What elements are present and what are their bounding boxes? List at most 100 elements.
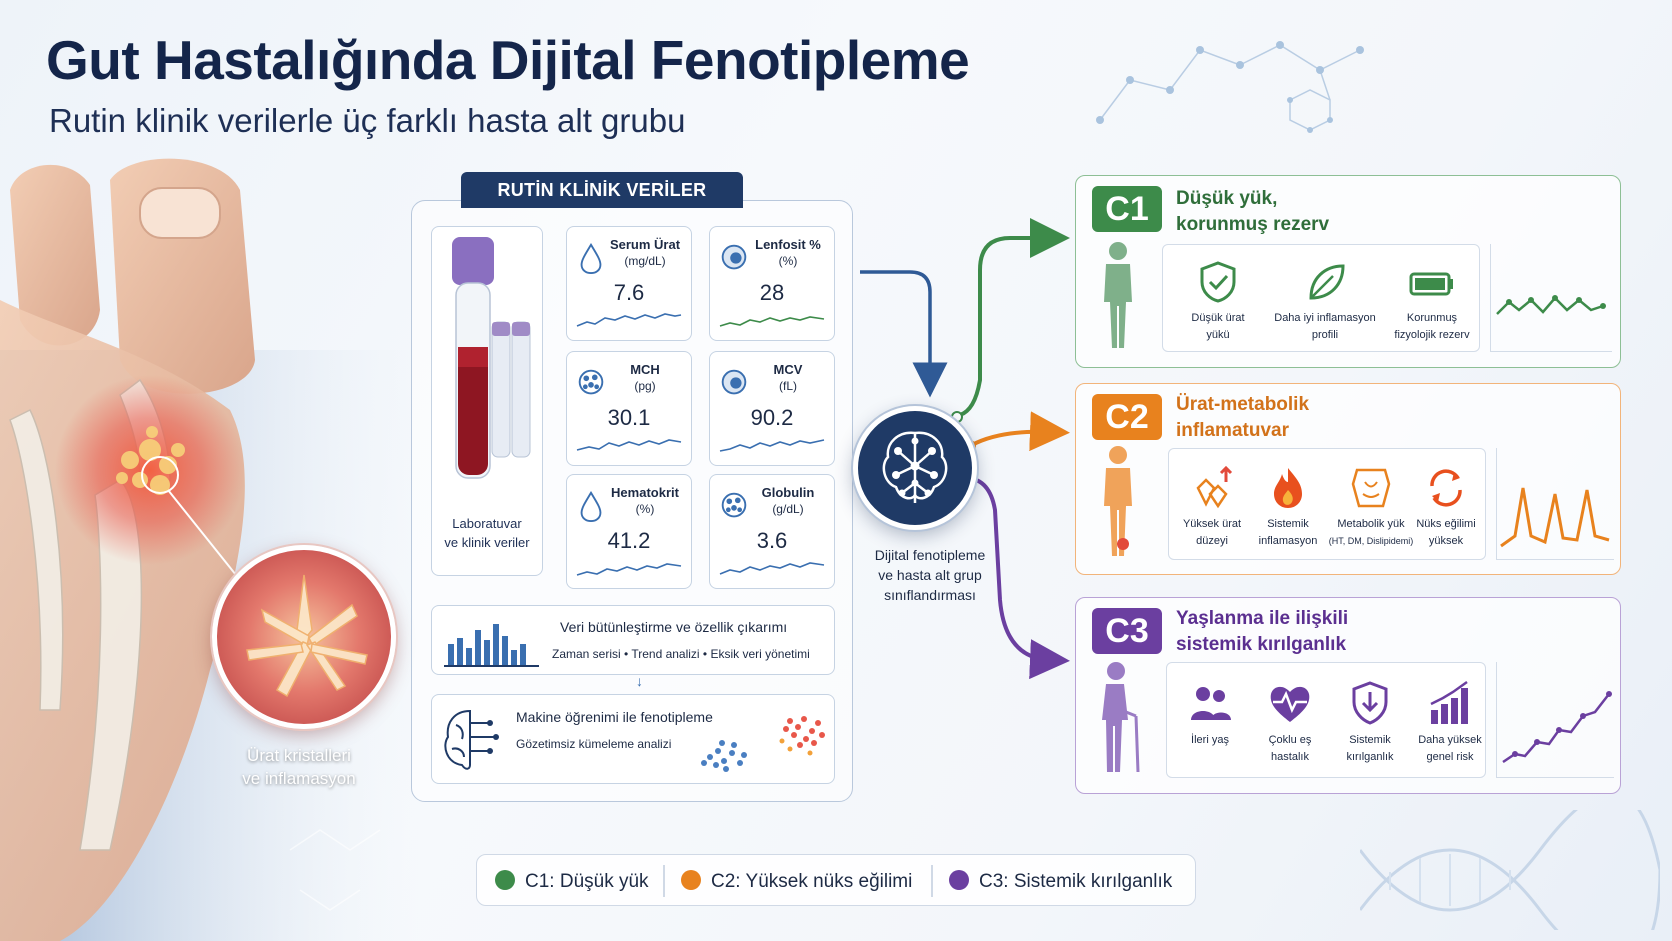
ml-card: Makine öğrenimi ile fenotipleme Gözetims… bbox=[431, 694, 835, 784]
metric-name: Globulin bbox=[761, 485, 815, 500]
cluster-card-c3: C3 Yaşlanma ile ilişkili sistemik kırılg… bbox=[1075, 597, 1621, 794]
shield-check-icon bbox=[1200, 261, 1236, 303]
metric-unit: (%) bbox=[778, 254, 798, 268]
lab-label: Laboratuvar ve klinik veriler bbox=[444, 516, 530, 550]
feature-item: Sistemik kırılganlık bbox=[1330, 680, 1410, 766]
metric-card: MCV (fL) 90.2 bbox=[709, 351, 835, 466]
routine-data-header: RUTİN KLİNİK VERİLER bbox=[461, 172, 743, 208]
shield-down-icon bbox=[1352, 681, 1388, 725]
blood-tube-icon bbox=[452, 237, 531, 479]
ml-subtitle: Gözetimsiz kümeleme analizi bbox=[516, 737, 672, 751]
feature-item: Yüksek ürat düzeyi bbox=[1172, 464, 1252, 550]
flare-trend-chart bbox=[1496, 448, 1614, 560]
metric-name: Lenfosit % bbox=[755, 237, 821, 252]
cluster-features bbox=[1168, 448, 1486, 560]
feature-item: Korunmuş fizyolojik rezerv bbox=[1382, 260, 1482, 344]
page-subtitle: Rutin klinik verilerle üç farklı hasta a… bbox=[49, 102, 686, 139]
feature-item: İleri yaş bbox=[1170, 680, 1250, 749]
drop-icon bbox=[580, 242, 602, 275]
battery-icon bbox=[1409, 272, 1453, 296]
metric-sparkline bbox=[719, 316, 825, 327]
metric-value: 90.2 bbox=[750, 405, 794, 430]
leaf-icon bbox=[1309, 264, 1345, 300]
metric-card: Lenfosit % (%) 28 bbox=[709, 226, 835, 341]
legend-dot-c2 bbox=[681, 870, 701, 890]
metric-value: 41.2 bbox=[607, 528, 651, 553]
feature-item: Metabolik yük (HT, DM, Dislipidemi) bbox=[1326, 464, 1416, 550]
cell-icon bbox=[721, 369, 747, 395]
cluster-card-c1: C1 Düşük yük, korunmuş rezerv Düşük ürat… bbox=[1075, 175, 1621, 368]
metric-value: 28 bbox=[759, 280, 785, 305]
metric-unit: (g/dL) bbox=[772, 502, 804, 516]
feature-item: Daha yüksek genel risk bbox=[1410, 680, 1490, 766]
integration-card: Veri bütünleştirme ve özellik çıkarımı Z… bbox=[431, 605, 835, 675]
metric-value: 7.6 bbox=[613, 280, 645, 305]
metric-value: 30.1 bbox=[607, 405, 651, 430]
integration-subtitle: Zaman serisi • Trend analizi • Eksik ver… bbox=[552, 647, 810, 661]
molecule-network-decoration bbox=[1096, 41, 1364, 133]
bar-chart-icon bbox=[1430, 680, 1468, 724]
legend-item-c1: C1: Düşük yük bbox=[495, 870, 649, 893]
feature-item: Çoklu eş hastalık bbox=[1250, 680, 1330, 766]
lab-tube-card bbox=[431, 226, 543, 576]
metric-sparkline bbox=[719, 562, 825, 575]
metric-card: Globulin (g/dL) 3.6 bbox=[709, 474, 835, 589]
metric-card: Hematokrit(%)41.2 bbox=[566, 474, 692, 589]
torso-icon bbox=[1351, 468, 1391, 508]
legend-dot-c3 bbox=[949, 870, 969, 890]
legend-item-c3: C3: Sistemik kırılganlık bbox=[949, 870, 1172, 893]
cells-cluster-icon bbox=[721, 492, 747, 518]
legend-divider bbox=[931, 865, 933, 897]
person-joint-icon bbox=[1104, 446, 1132, 556]
metric-value: 3.6 bbox=[756, 528, 788, 553]
feature-item: Sistemik inflamasyon bbox=[1248, 464, 1328, 550]
integration-title: Veri bütünleştirme ve özellik çıkarımı bbox=[560, 619, 788, 635]
crystal-up-icon bbox=[1196, 465, 1233, 509]
crystal-label: Ürat kristalleri ve inflamasyon bbox=[242, 746, 356, 788]
metric-card: Serum Ürat (mg/dL) 7.6 bbox=[566, 226, 692, 341]
neural-brain-icon bbox=[882, 431, 948, 503]
metric-unit: (fL) bbox=[779, 379, 797, 393]
metric-sparkline bbox=[719, 439, 825, 452]
feature-item: Düşük ürat yükü bbox=[1168, 260, 1268, 344]
metric-name: MCV bbox=[773, 362, 803, 377]
metric-unit: (mg/dL) bbox=[624, 254, 666, 268]
cluster-legend: C1: Düşük yük C2: Yüksek nüks eğilimi C3… bbox=[476, 854, 1196, 906]
legend-item-c2: C2: Yüksek nüks eğilimi bbox=[681, 870, 912, 893]
gout-foot-illustration bbox=[0, 150, 420, 941]
ml-title: Makine öğrenimi ile fenotipleme bbox=[516, 709, 713, 725]
bar-chart-icon bbox=[444, 624, 539, 667]
cluster-title: Düşük yük, korunmuş rezerv bbox=[1176, 188, 1330, 235]
dna-helix-decoration bbox=[1360, 810, 1660, 930]
metric-sparkline bbox=[576, 439, 682, 451]
cluster-scatter-icon bbox=[701, 716, 825, 772]
elderly-person-icon bbox=[1102, 662, 1140, 773]
feature-item: Nüks eğilimi yüksek bbox=[1406, 464, 1486, 550]
person-figure-icon bbox=[1104, 242, 1132, 348]
cluster-title: Ürat-metabolik inflamatuvar bbox=[1176, 394, 1310, 441]
metric-unit: (pg) bbox=[634, 379, 656, 393]
people-icon bbox=[1191, 687, 1231, 720]
metric-name: MCH bbox=[630, 362, 660, 377]
legend-dot-c1 bbox=[495, 870, 515, 890]
urate-crystal-zoom bbox=[212, 545, 396, 729]
metric-card: MCH (pg) 30.1 bbox=[566, 351, 692, 466]
flame-icon bbox=[1274, 468, 1302, 508]
cells-cluster-icon bbox=[578, 369, 604, 395]
heart-pulse-icon bbox=[1270, 686, 1310, 722]
metric-name: Serum Ürat bbox=[609, 237, 681, 252]
metric-unit: (%) bbox=[635, 502, 655, 516]
cluster-title: Yaşlanma ile ilişkili sistemik kırılganl… bbox=[1176, 608, 1349, 655]
down-arrow-icon: ↓ bbox=[636, 673, 643, 689]
rising-trend-chart bbox=[1496, 662, 1614, 778]
feature-item: Daha iyi inflamasyon profili bbox=[1264, 260, 1386, 344]
cluster-badge: C2 bbox=[1092, 394, 1162, 440]
cell-icon bbox=[721, 244, 747, 270]
brain-circuit-icon bbox=[444, 709, 499, 770]
cluster-card-c2: C2 Ürat-metabolik inflamatuvar Yüksek ür… bbox=[1075, 383, 1621, 575]
cluster-badge: C1 bbox=[1092, 186, 1162, 232]
hub-label: Dijital fenotipleme ve hasta alt grup sı… bbox=[874, 547, 986, 603]
stable-trend-chart bbox=[1490, 244, 1612, 352]
page-title: Gut Hastalığında Dijital Fenotipleme bbox=[46, 29, 970, 91]
legend-divider bbox=[663, 865, 665, 897]
